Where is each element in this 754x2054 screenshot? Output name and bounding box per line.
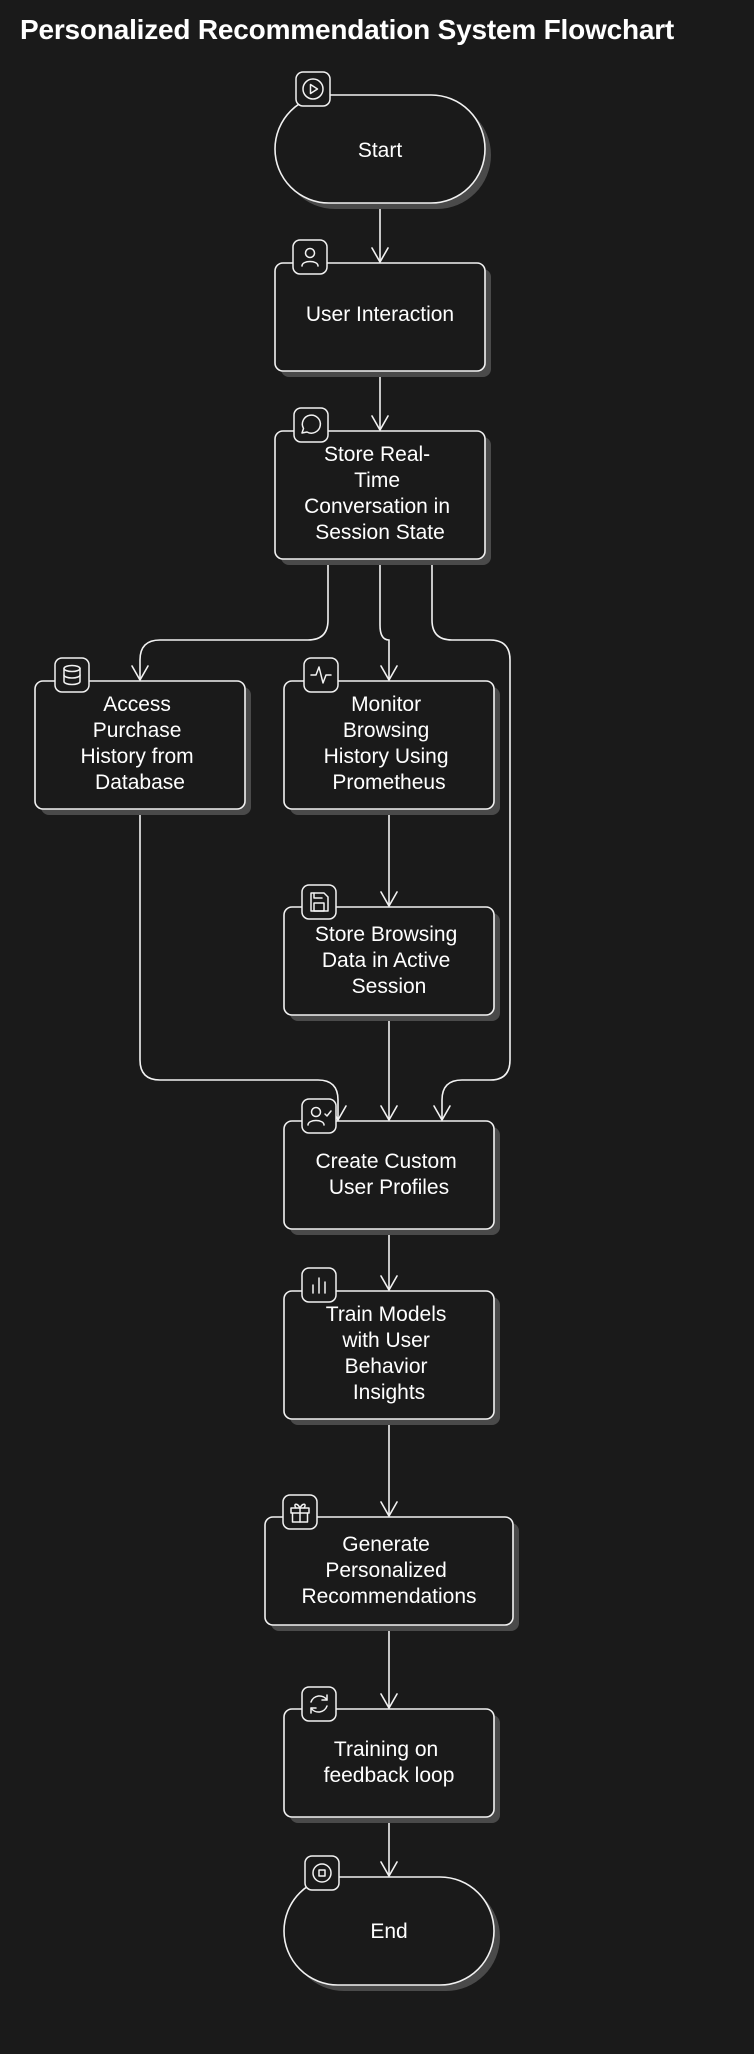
bar-chart-icon	[301, 1267, 337, 1303]
edge-store-conversation-to-create-profiles	[431, 560, 511, 1120]
node-user-interaction: User Interaction	[274, 239, 491, 377]
node-store-browsing-label: Store Browsing Data in Active Session	[315, 923, 463, 998]
node-feedback-loop: Training on feedback loop	[283, 1686, 500, 1823]
message-circle-icon	[293, 407, 329, 443]
activity-icon	[303, 657, 339, 693]
node-end: End	[283, 1855, 500, 1991]
node-create-profiles-label: Create Custom User Profiles	[315, 1150, 462, 1199]
edge-access-purchase-to-create-profiles	[139, 810, 339, 1120]
node-start-label: Start	[358, 139, 403, 162]
page-title: Personalized Recommendation System Flowc…	[20, 14, 675, 45]
node-store-conversation: Store Real- Time Conversation in Session…	[274, 407, 491, 565]
edge-store-conversation-to-access-purchase	[139, 560, 329, 680]
refresh-icon	[301, 1686, 337, 1722]
node-store-browsing: Store Browsing Data in Active Session	[283, 884, 500, 1021]
node-train-models: Train Models with User Behavior Insights	[283, 1267, 500, 1425]
node-end-label: End	[370, 1920, 407, 1943]
edge-store-conversation-to-monitor-browsing	[379, 560, 390, 680]
user-check-icon	[301, 1098, 337, 1134]
node-generate-recs: Generate Personalized Recommendations	[264, 1494, 519, 1631]
node-user-interaction-label: User Interaction	[306, 303, 454, 326]
gift-icon	[282, 1494, 318, 1530]
play-icon	[295, 71, 331, 107]
node-access-purchase: Access Purchase History from Database	[34, 657, 251, 815]
user-icon	[292, 239, 328, 275]
node-train-models-label: Train Models with User Behavior Insights	[326, 1303, 452, 1404]
node-generate-recs-label: Generate Personalized Recommendations	[301, 1533, 476, 1608]
node-feedback-loop-label: Training on feedback loop	[324, 1738, 455, 1787]
node-monitor-browsing-label: Monitor Browsing History Using Prometheu…	[324, 693, 455, 794]
stop-circle-icon	[304, 1855, 340, 1891]
node-create-profiles: Create Custom User Profiles	[283, 1098, 500, 1235]
node-start: Start	[274, 71, 491, 209]
database-icon	[54, 657, 90, 693]
node-store-conversation-label: Store Real- Time Conversation in Session…	[304, 443, 456, 544]
save-icon	[301, 884, 337, 920]
node-access-purchase-label: Access Purchase History from Database	[80, 693, 199, 794]
edges	[131, 204, 511, 1877]
node-monitor-browsing: Monitor Browsing History Using Prometheu…	[283, 657, 500, 815]
